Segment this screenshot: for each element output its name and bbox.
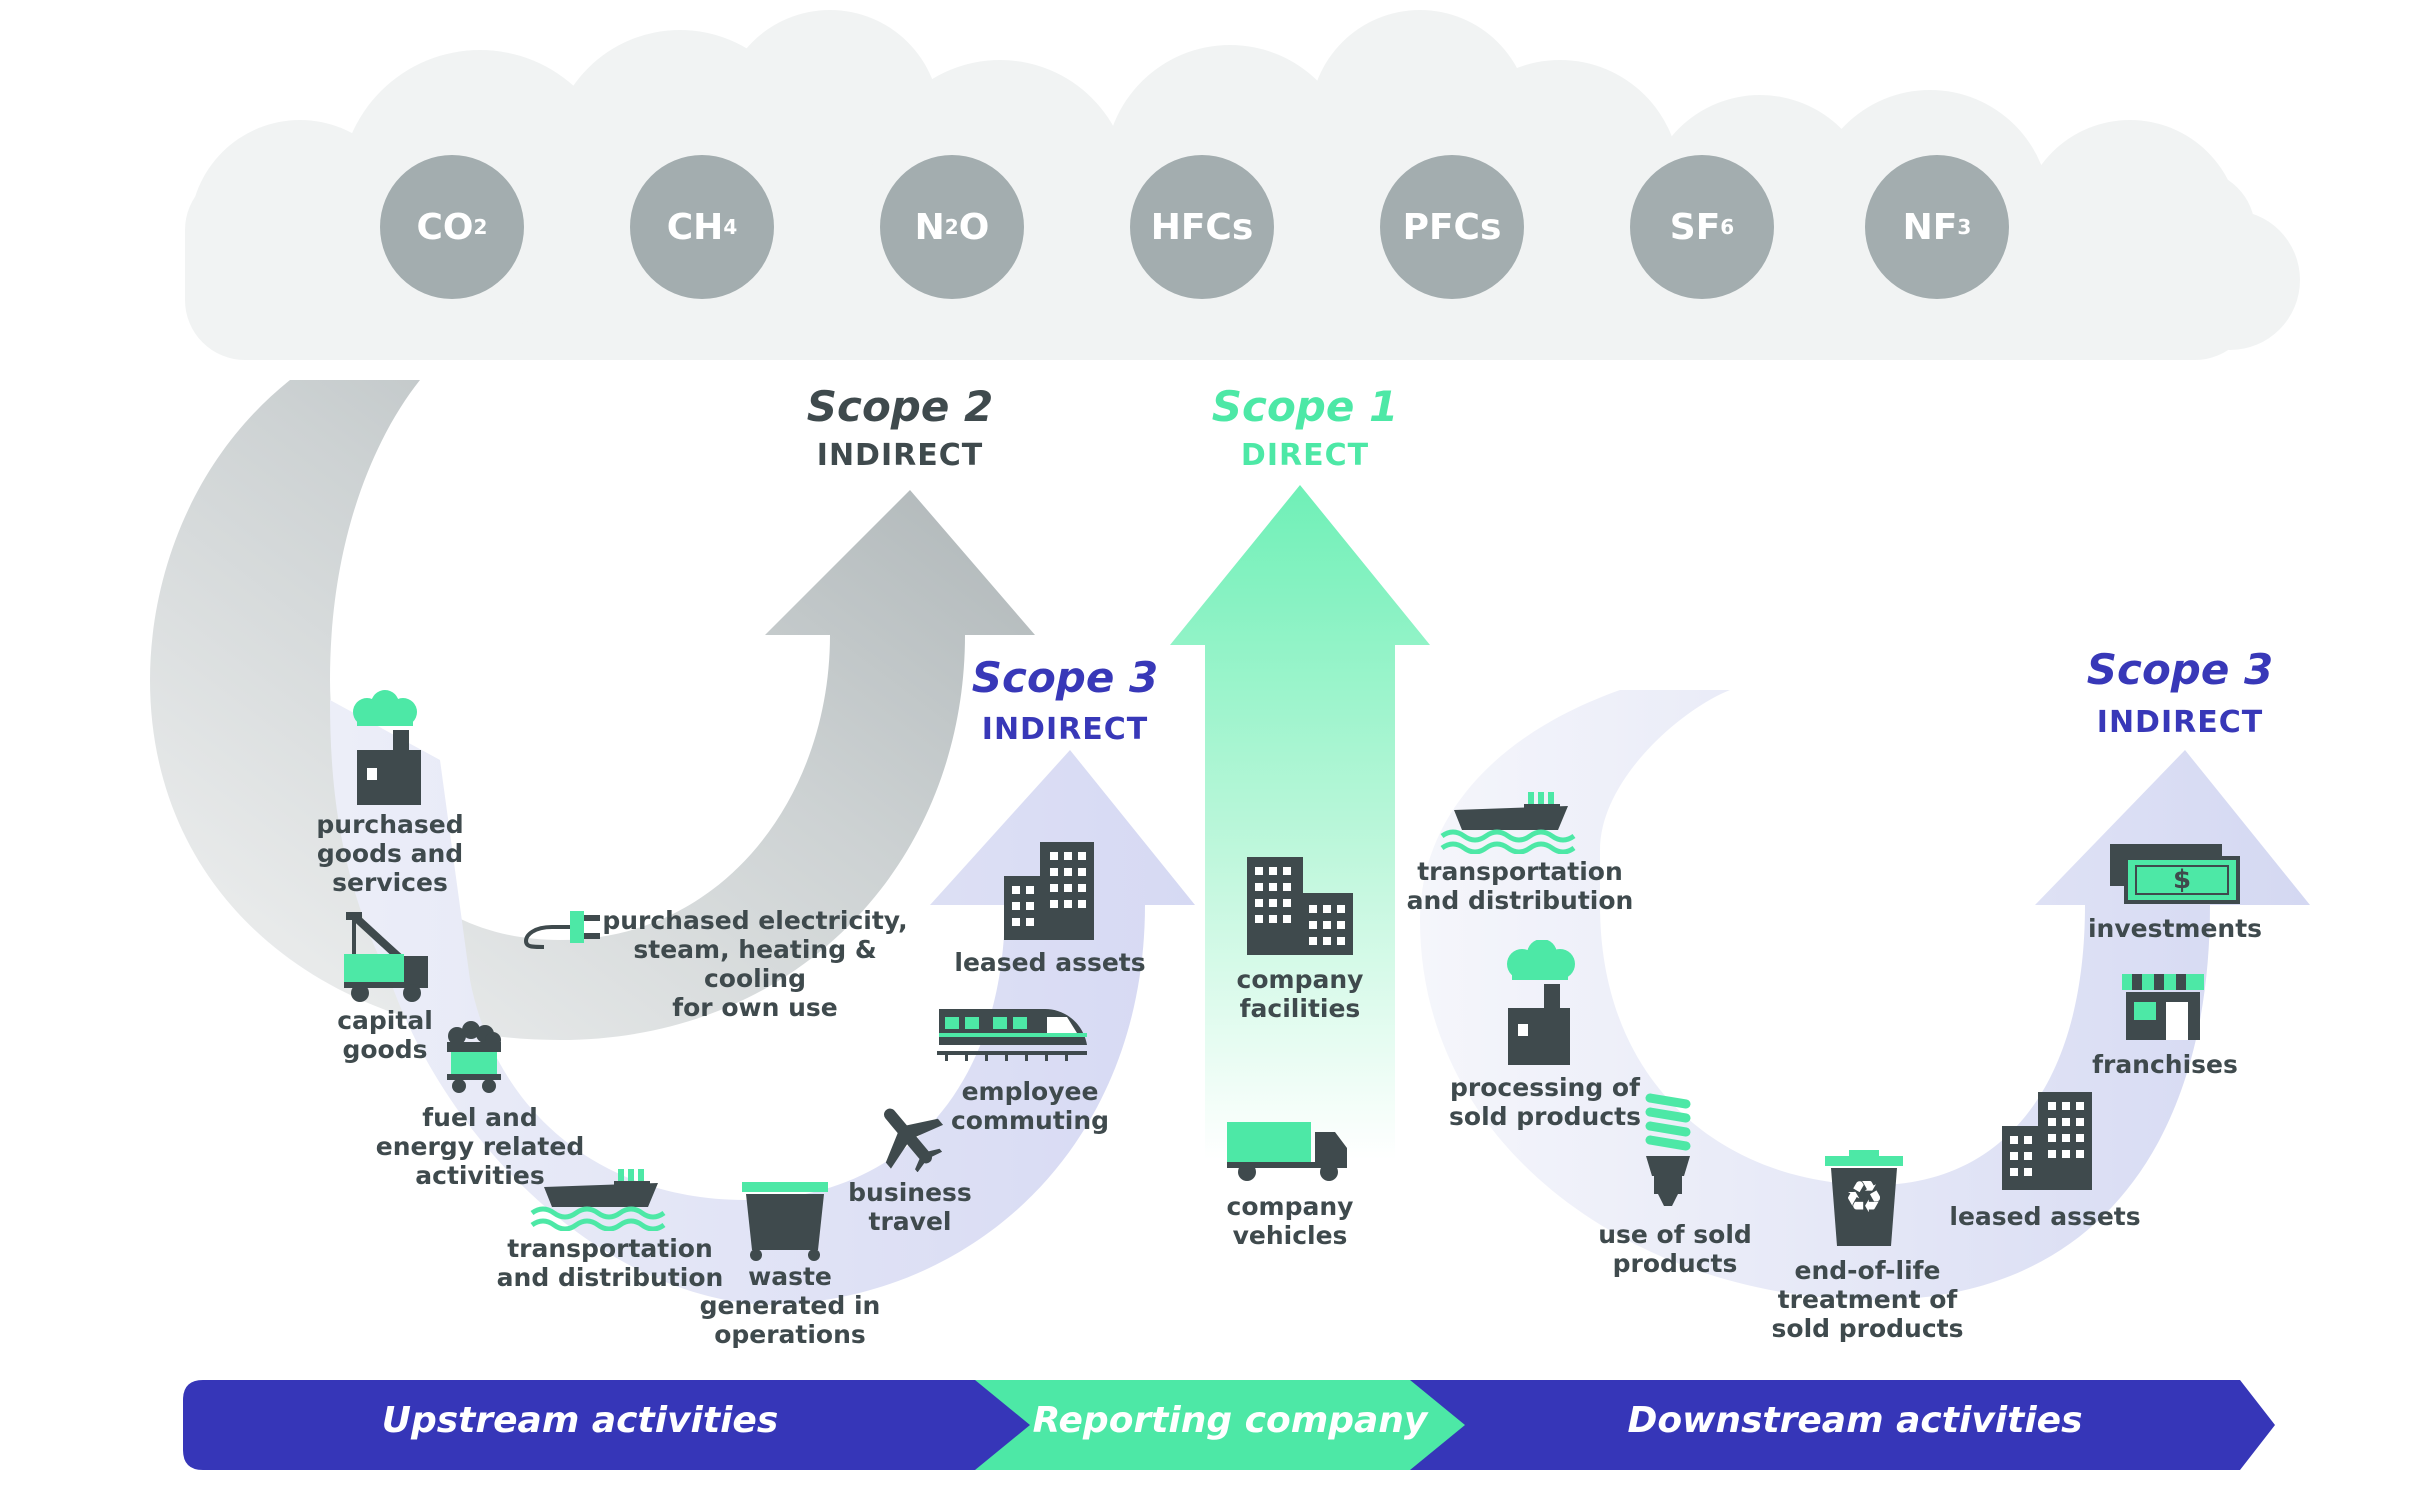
label-company-vehicles: company vehicles	[1226, 1192, 1354, 1250]
airplane-icon	[884, 1108, 944, 1172]
gas-co2-base: CO	[416, 206, 474, 248]
company-building-icon	[1247, 857, 1353, 955]
downstream-building-icon	[2002, 1092, 2092, 1190]
upstream-activities-label: Upstream activities	[381, 1400, 779, 1441]
gas-pfcs: PFCs	[1380, 155, 1524, 299]
activity-bar	[183, 1380, 2275, 1470]
recycle-bin-icon	[1825, 1150, 1903, 1246]
label-business-travel: business travel	[848, 1178, 972, 1236]
crane-truck-icon	[344, 912, 428, 1002]
label-capital-goods: capital goods	[337, 1006, 433, 1064]
gas-sf6-sub: 6	[1720, 215, 1735, 239]
cargo-ship-downstream-icon	[1440, 792, 1576, 854]
scope3-upstream-arrow	[330, 700, 1195, 1305]
label-fuel-energy: fuel and energy related activities	[375, 1103, 585, 1190]
gas-n2o-sub: 2	[944, 215, 959, 239]
delivery-truck-icon	[1227, 1122, 1347, 1181]
factory-icon	[353, 690, 421, 805]
gas-hfcs: HFCs	[1130, 155, 1274, 299]
scope1-subtitle: DIRECT	[1240, 438, 1370, 473]
scope1-title: Scope 1	[1211, 382, 1399, 431]
label-company-facilities: company facilities	[1236, 965, 1364, 1023]
scope3-downstream-title: Scope 3	[2086, 645, 2274, 694]
gas-pfcs-label: PFCs	[1402, 206, 1502, 248]
label-commuting: employee commuting	[950, 1077, 1110, 1135]
label-upstream-transport: transportation and distribution	[496, 1234, 724, 1292]
scope2-title: Scope 2	[806, 382, 994, 431]
dumpster-icon	[742, 1182, 828, 1261]
train-icon	[937, 1009, 1087, 1061]
dollar-icon: $	[2172, 865, 2192, 895]
label-use-sold-products: use of sold products	[1598, 1220, 1752, 1278]
label-downstream-leased-assets: leased assets	[1949, 1202, 2141, 1231]
storefront-icon	[2122, 974, 2204, 1040]
processing-factory-icon	[1507, 940, 1575, 1065]
gas-nf3-sub: 3	[1957, 215, 1972, 239]
gas-sf6-base: SF	[1669, 206, 1721, 248]
gas-hfcs-label: HFCs	[1150, 206, 1254, 248]
gas-ch4-base: CH	[666, 206, 724, 248]
recycle-icon: ♻	[1844, 1172, 1884, 1223]
power-plug-icon	[523, 911, 600, 949]
label-waste: waste generated in operations	[699, 1262, 881, 1349]
office-building-icon	[1004, 842, 1094, 940]
gas-ch4-sub: 4	[723, 215, 738, 239]
label-end-of-life: end-of-life treatment of sold products	[1771, 1256, 1964, 1343]
label-investments: investments	[2087, 914, 2263, 943]
scope3-upstream-title: Scope 3	[971, 653, 1159, 702]
scope3-downstream-subtitle: INDIRECT	[2096, 705, 2264, 740]
label-upstream-leased-assets: leased assets	[954, 948, 1146, 977]
reporting-company-label: Reporting company	[1032, 1400, 1428, 1441]
money-stack-icon	[2110, 844, 2240, 904]
scope1-arrow	[1170, 485, 1430, 1160]
light-bulb-icon	[1645, 1093, 1691, 1206]
cargo-ship-icon	[530, 1169, 666, 1231]
label-processing: processing of sold products	[1449, 1073, 1641, 1131]
scope3-upstream-subtitle: INDIRECT	[981, 712, 1149, 747]
label-franchises: franchises	[2092, 1050, 2238, 1079]
scope2-subtitle: INDIRECT	[816, 438, 984, 473]
label-purchased-goods: purchased goods and services	[316, 810, 464, 897]
label-downstream-transport: transportation and distribution	[1406, 857, 1634, 915]
gas-n2o-tail: O	[958, 206, 990, 248]
downstream-activities-label: Downstream activities	[1627, 1400, 2083, 1441]
coal-cart-icon	[447, 1021, 501, 1093]
gas-n2o-base: N	[914, 206, 945, 248]
gas-nf3-base: NF	[1902, 206, 1958, 248]
label-electricity: purchased electricity, steam, heating & …	[602, 906, 908, 1022]
gas-co2-sub: 2	[473, 215, 488, 239]
